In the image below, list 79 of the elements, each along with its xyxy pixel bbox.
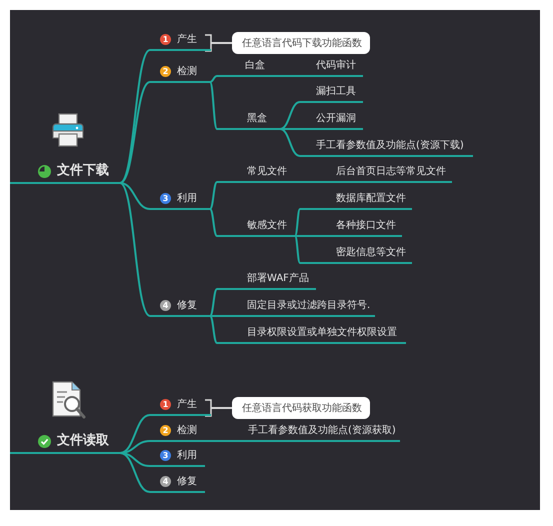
branch-topic xyxy=(150,190,210,210)
branch-line xyxy=(212,440,218,442)
topic-label: 产生 xyxy=(177,399,197,411)
branch-line xyxy=(119,49,151,184)
branch-line xyxy=(305,75,311,77)
branch-topic xyxy=(150,396,211,416)
branch-line xyxy=(120,81,150,184)
branch-line xyxy=(280,101,300,130)
topic-label: 固定目录或过滤跨目录符号. xyxy=(247,300,370,312)
branch-line xyxy=(209,315,218,344)
topic-label: 利用 xyxy=(177,193,197,205)
topic-label: 代码审计 xyxy=(316,60,356,72)
topic-label: 检测 xyxy=(177,425,197,437)
subtopic xyxy=(217,217,295,237)
topic-label: 密匙信息等文件 xyxy=(336,247,406,259)
branch-line xyxy=(209,181,218,210)
subtopic xyxy=(300,137,473,157)
branch-topic xyxy=(150,422,212,442)
topic-label: 漏扫工具 xyxy=(316,86,356,98)
topic-label: 部署WAF产品 xyxy=(247,273,309,285)
branch-topic xyxy=(150,447,205,467)
root-topic xyxy=(10,430,120,454)
branch-topic xyxy=(150,63,210,83)
branch-line xyxy=(294,235,301,264)
subtopic xyxy=(300,110,363,130)
topic-label: 数据库配置文件 xyxy=(336,193,406,205)
connector-line xyxy=(211,42,232,44)
topic-label: 公开漏洞 xyxy=(316,113,356,125)
branch-line xyxy=(120,182,150,210)
branch-line xyxy=(120,452,150,493)
topic-label: 白盒 xyxy=(245,60,265,72)
subtopic xyxy=(217,270,316,290)
branch-line xyxy=(209,81,218,130)
subtopic xyxy=(217,324,406,344)
branch-topic xyxy=(150,297,210,317)
branch-line xyxy=(120,414,150,454)
branch-line xyxy=(210,315,217,317)
topic-label: 手工看参数值及功能点(资源下载) xyxy=(316,140,464,152)
topic-label: 手工看参数值及功能点(资源获取) xyxy=(248,425,396,437)
topic-label: 修复 xyxy=(177,300,197,312)
branch-line xyxy=(209,208,218,237)
topic-label: 常见文件 xyxy=(247,166,287,178)
subtopic xyxy=(217,110,280,130)
topic-label: 利用 xyxy=(177,450,197,462)
topic-label: 文件下载 xyxy=(57,163,109,179)
branch-line xyxy=(280,128,300,157)
topic-label: 后台首页日志等常见文件 xyxy=(336,166,446,178)
branch-line xyxy=(209,288,218,317)
branch-line xyxy=(119,182,151,317)
subtopic xyxy=(311,57,363,77)
branch-line xyxy=(210,75,218,83)
subtopic xyxy=(300,217,402,237)
subtopic xyxy=(306,163,452,183)
subtopic xyxy=(218,422,400,442)
topic-label: 产生 xyxy=(177,34,197,46)
subtopic xyxy=(300,190,412,210)
branch-line xyxy=(300,181,306,183)
branch-line xyxy=(295,235,300,237)
branch-line xyxy=(294,208,301,237)
subtopic xyxy=(300,83,363,103)
branch-line xyxy=(120,452,150,467)
subtopic xyxy=(300,244,412,264)
topic-label: 目录权限设置或单独文件权限设置 xyxy=(247,327,397,339)
connector-line xyxy=(211,407,232,409)
note-box: 任意语言代码下载功能函数 xyxy=(232,32,370,54)
root-topic xyxy=(10,160,120,184)
branch-topic xyxy=(150,31,211,51)
topic-label: 各种接口文件 xyxy=(336,220,396,232)
branch-topic xyxy=(150,473,205,493)
topic-label: 黑盒 xyxy=(247,113,267,125)
topic-label: 敏感文件 xyxy=(247,220,287,232)
topic-label: 文件读取 xyxy=(57,433,109,449)
note-box: 任意语言代码获取功能函数 xyxy=(232,397,370,419)
subtopic xyxy=(217,163,300,183)
topic-label: 修复 xyxy=(177,476,197,488)
subtopic xyxy=(217,297,375,317)
branch-line xyxy=(280,128,300,130)
topic-label: 检测 xyxy=(177,66,197,78)
subtopic xyxy=(217,57,305,77)
